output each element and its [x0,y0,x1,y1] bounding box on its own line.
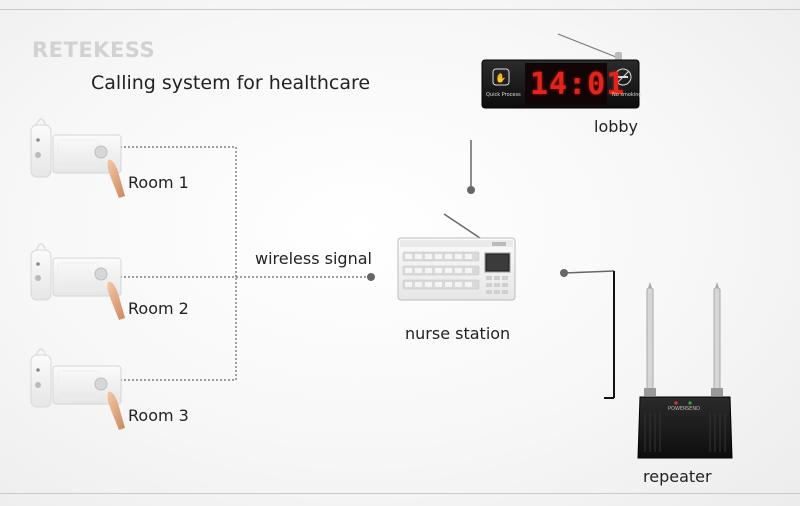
top-divider [0,9,800,10]
nurse-antenna [443,213,481,239]
room1-label: Room 1 [128,173,189,192]
nurse-station-device [397,213,516,301]
lobby-left-key-label: Quick Process [486,92,521,98]
repeater-link-end [560,269,568,277]
lobby-link-end [467,186,475,194]
signal-endpoint [367,273,375,281]
room2-call-button [30,243,125,320]
brand-logo: RETEKESS [32,38,156,62]
repeater-power-label: POWER [668,406,687,412]
room3-label: Room 3 [128,406,189,425]
repeater-send-label: SEND [686,406,700,412]
wireless-signal-label: wireless signal [255,249,372,268]
lobby-label: lobby [594,117,639,136]
lobby-clock-digits: 14:01 [530,67,626,102]
room3-link [120,277,237,381]
repeater-link-h [563,270,615,274]
repeater-device [637,282,733,459]
nurse-station-label: nurse station [405,324,511,343]
room3-call-button [30,348,125,430]
repeater-power-led [674,401,678,405]
lobby-display: ✋ [481,33,640,109]
diagram-title: Calling system for healthcare [91,72,371,94]
bottom-divider [0,493,800,494]
repeater-antenna-right [713,287,721,393]
room1-link [120,146,237,277]
svg-text:✋: ✋ [495,72,506,84]
repeater-send-led [688,401,692,405]
room1-call-button [30,118,125,198]
repeater-antenna-left [646,287,654,393]
room2-label: Room 2 [128,299,189,318]
repeater-label: repeater [643,467,712,486]
lobby-antenna [557,33,617,58]
lobby-right-key-label: No smoking [612,92,642,98]
room-links [120,146,370,381]
